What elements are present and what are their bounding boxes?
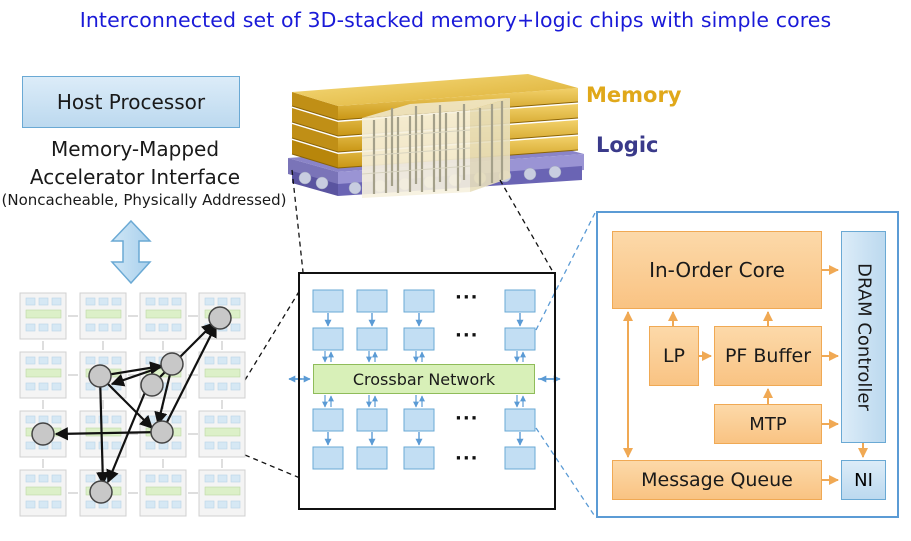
vault-block: [356, 446, 388, 470]
grid-tile: [139, 469, 187, 517]
grid-tile: [198, 351, 246, 399]
vault-block: [403, 408, 435, 432]
projection-line: [535, 427, 597, 519]
crossbar-network-bar: Crossbar Network: [313, 364, 535, 394]
vault-block: [356, 289, 388, 313]
grid-tile: [19, 351, 67, 399]
vault-block: [312, 408, 344, 432]
graph-node: [208, 306, 232, 330]
graph-node: [89, 480, 113, 504]
vault-block: [356, 327, 388, 351]
ellipsis-row4: ···: [455, 448, 479, 469]
host-processor-box: Host Processor: [22, 76, 240, 128]
vault-block: [504, 327, 536, 351]
vault-block: [403, 289, 435, 313]
grid-tile: [79, 292, 127, 340]
message-queue-block: Message Queue: [612, 460, 822, 500]
dram-controller-block: DRAM Controller: [841, 231, 886, 443]
in-order-core-label: In-Order Core: [649, 258, 785, 282]
node-grid: [19, 292, 246, 517]
interface-label-line1: Memory-Mapped: [50, 137, 220, 161]
crossbar-network-label: Crossbar Network: [352, 369, 496, 389]
crossbar-vault-grid: [288, 289, 561, 470]
ellipsis-row2: ···: [455, 325, 479, 346]
graph-node: [160, 352, 184, 376]
memory-layer-label: Memory: [586, 83, 682, 107]
vault-detail-frame: [596, 211, 899, 518]
mtp-label: MTP: [749, 413, 787, 435]
grid-tile: [19, 469, 67, 517]
projection-line: [535, 210, 597, 331]
graph-node: [140, 373, 164, 397]
host-processor-label: Host Processor: [56, 90, 206, 114]
ni-block: NI: [841, 460, 886, 500]
graph-node: [31, 422, 55, 446]
vault-block: [403, 446, 435, 470]
pf-buffer-block: PF Buffer: [714, 326, 822, 386]
mtp-block: MTP: [714, 404, 822, 444]
graph-node: [88, 364, 112, 388]
ni-label: NI: [854, 469, 873, 491]
vault-block: [504, 446, 536, 470]
logic-layer-label: Logic: [596, 133, 659, 157]
vault-arrows: [623, 265, 868, 485]
vault-block: [356, 408, 388, 432]
ellipsis-row3: ···: [455, 408, 479, 429]
3d-stack-illustration: [288, 74, 584, 198]
interface-label-line3: (Noncacheable, Physically Addressed): [1, 191, 287, 209]
host-network-double-arrow: [110, 219, 152, 285]
in-order-core-block: In-Order Core: [612, 231, 822, 309]
projection-line: [244, 454, 301, 479]
grid-tile: [198, 469, 246, 517]
projection-line: [291, 169, 304, 273]
dram-controller-label: DRAM Controller: [853, 263, 874, 411]
crossbar-frame: [298, 272, 556, 510]
pf-buffer-label: PF Buffer: [724, 345, 812, 367]
message-queue-label: Message Queue: [641, 469, 793, 491]
vault-block: [504, 408, 536, 432]
projection-line: [244, 289, 301, 381]
vault-block: [312, 446, 344, 470]
lp-label: LP: [662, 345, 686, 367]
graph-node: [150, 420, 174, 444]
vault-block: [312, 289, 344, 313]
vault-block: [312, 327, 344, 351]
grid-tile: [139, 292, 187, 340]
projection-line: [499, 179, 554, 273]
diagram-title: Interconnected set of 3D-stacked memory+…: [79, 8, 832, 32]
ellipsis-row1: ···: [455, 287, 479, 308]
grid-tile: [19, 292, 67, 340]
grid-tile: [198, 410, 246, 458]
lp-block: LP: [649, 326, 699, 386]
grid-arrows: [31, 306, 232, 504]
vault-block: [504, 289, 536, 313]
interface-label-line2: Accelerator Interface: [29, 165, 241, 189]
vault-block: [403, 327, 435, 351]
